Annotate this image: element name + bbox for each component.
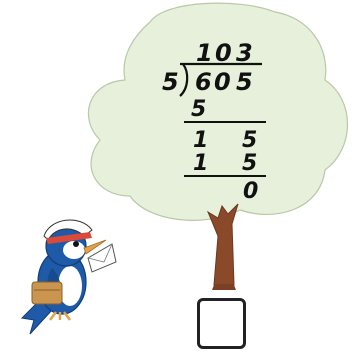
divisor: 5 (162, 68, 179, 96)
remainder: 0 (243, 179, 258, 204)
tree-canopy (87, 2, 349, 221)
partial-digit: 1 (193, 128, 208, 153)
long-division: 1 0 3 5 6 0 5 5 1 5 1 5 0 (162, 39, 266, 204)
partial-digit: 5 (242, 128, 257, 153)
dividend-digit: 0 (214, 68, 231, 96)
quotient-digit: 3 (236, 39, 253, 67)
quotient-digit: 1 (196, 39, 213, 67)
postman-bird-icon (20, 219, 117, 335)
dividend-digit: 5 (236, 68, 253, 96)
division-bracket (179, 63, 189, 97)
answer-box[interactable] (197, 298, 246, 349)
subtract-digit: 1 (193, 151, 208, 176)
subtract-digit: 5 (191, 97, 206, 122)
subtract-digit: 5 (242, 151, 257, 176)
tree-trunk (206, 203, 239, 290)
dividend-digit: 6 (195, 68, 212, 96)
quotient-digit: 0 (215, 39, 232, 67)
